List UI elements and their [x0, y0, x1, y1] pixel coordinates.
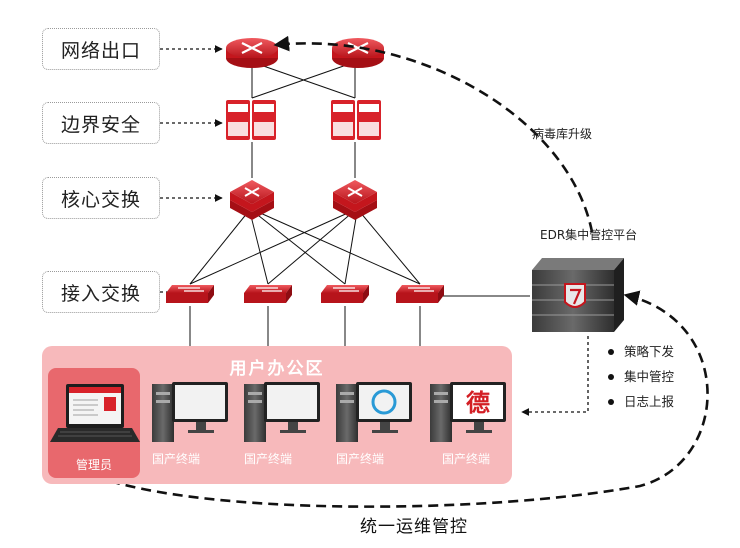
core-switch-icon: [230, 180, 274, 220]
office-zone: 用户办公区 管理员 国产终: [42, 346, 512, 484]
office-zone-title: 用户办公区: [229, 359, 325, 379]
edr-function-item: 策略下发: [608, 341, 674, 360]
desktop-terminal-icon: [430, 382, 506, 442]
terminal-label: 国产终端: [244, 452, 293, 466]
tier-egress-label: 网络出口: [42, 28, 160, 70]
firewall-icon: [226, 100, 276, 140]
tier-access-switch-label: 接入交换: [42, 271, 160, 313]
virus-db-upgrade-label: 病毒库升级: [532, 127, 593, 141]
admin-card: 管理员: [48, 368, 140, 478]
access-switch-icon: [244, 285, 292, 303]
router-icon: [332, 38, 384, 68]
terminal-logo-icon: [270, 390, 314, 414]
edr-terminal-link: [521, 336, 589, 416]
tier-border-security-label: 边界安全: [42, 102, 160, 144]
router-icon: [226, 38, 278, 68]
desktop-terminal-icon: [152, 382, 228, 442]
terminal-label: 国产终端: [442, 452, 491, 466]
network-links: [189, 61, 530, 348]
tier-core-switch-label: 核心交换: [42, 177, 160, 219]
desktop-terminal-icon: [244, 382, 320, 442]
edr-platform-title: EDR集中管控平台: [540, 228, 638, 242]
admin-label: 管理员: [76, 458, 113, 472]
terminal-logo-icon: [362, 390, 406, 414]
edr-function-item: 日志上报: [608, 391, 674, 410]
terminal-label: 国产终端: [336, 452, 385, 466]
terminal-logo-icon: 德: [466, 389, 490, 417]
access-switch-icon: [321, 285, 369, 303]
firewall-icon: [331, 100, 381, 140]
edr-function-item: 集中管控: [608, 366, 674, 385]
core-switch-icon: [333, 180, 377, 220]
unified-ops-label: 统一运维管控: [360, 517, 468, 537]
edr-server-icon: [532, 258, 624, 332]
terminal-label: 国产终端: [152, 452, 201, 466]
tier-connectors: [160, 45, 223, 293]
management-flows: [94, 35, 709, 508]
terminal-logo-icon: [178, 390, 222, 414]
laptop-icon: [50, 384, 140, 442]
access-switch-icon: [166, 285, 214, 303]
desktop-terminal-icon: [336, 382, 412, 442]
access-switch-icon: [396, 285, 444, 303]
